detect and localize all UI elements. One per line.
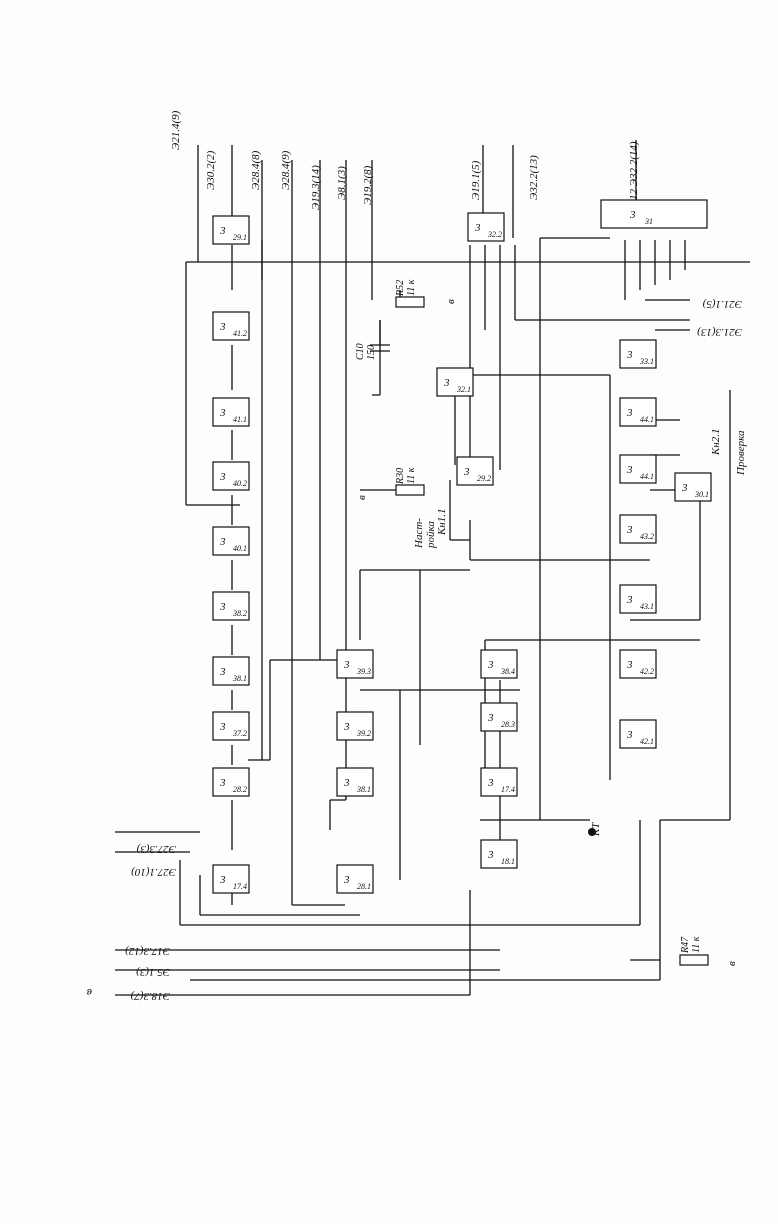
bias-label: в [356, 495, 368, 500]
svg-text:3: 3 [219, 471, 226, 483]
check-label: Проверка [735, 430, 747, 475]
svg-text:31: 31 [644, 217, 653, 226]
resistor-r52-label: R52 11 к [395, 279, 417, 296]
output-label: Э19.2(8) [362, 165, 374, 205]
svg-text:3: 3 [629, 209, 636, 221]
svg-text:3: 3 [463, 466, 470, 478]
svg-text:3: 3 [681, 482, 688, 494]
svg-text:28.2: 28.2 [233, 785, 247, 794]
output-label: Э19.3(14) [310, 165, 322, 210]
resistor-r47-label: R47 11 к [680, 936, 702, 953]
output-label: Э28.4(8) [250, 150, 262, 190]
svg-text:29.1: 29.1 [233, 233, 247, 242]
svg-text:3: 3 [626, 524, 633, 536]
output-label: Э32.2(13) [528, 155, 540, 200]
svg-text:3: 3 [219, 225, 226, 237]
components [370, 296, 709, 966]
svg-text:3: 3 [343, 721, 350, 733]
svg-text:3: 3 [487, 777, 494, 789]
output-label: Э19.1(5) [470, 160, 482, 200]
setup-label: Наст- ройка [413, 518, 437, 548]
svg-text:3: 3 [626, 729, 633, 741]
svg-text:44.1: 44.1 [640, 472, 654, 481]
svg-text:44.1: 44.1 [640, 415, 654, 424]
test-point-label: КТ [590, 822, 602, 836]
svg-text:38.1: 38.1 [356, 785, 371, 794]
svg-text:3: 3 [626, 594, 633, 606]
svg-text:28.1: 28.1 [357, 882, 371, 891]
svg-text:3: 3 [626, 464, 633, 476]
output-label: 12 Э32.2(14) [628, 141, 640, 200]
svg-text:3: 3 [219, 321, 226, 333]
output-label: Э21.4(9) [170, 110, 182, 150]
input-label: Э5.1(3) [136, 966, 170, 978]
svg-text:3: 3 [219, 601, 226, 613]
svg-text:43.1: 43.1 [640, 602, 654, 611]
corner-label: в [86, 986, 92, 1000]
svg-text:3: 3 [343, 874, 350, 886]
svg-text:3: 3 [487, 849, 494, 861]
output-label: Э30.2(2) [205, 150, 217, 190]
input-label: Э18.3(7) [130, 990, 170, 1002]
svg-text:17.4: 17.4 [233, 882, 247, 891]
svg-text:3: 3 [626, 349, 633, 361]
input-label: Э27.3(3) [136, 843, 176, 855]
gates [212, 199, 712, 894]
gate-marks: 3 29.1 3 41.2 3 41.1 3 40.2 3 40.1 3 38.2 3 38.… [219, 209, 709, 891]
svg-text:3: 3 [343, 659, 350, 671]
input-label: Э27.1(10) [131, 866, 176, 878]
capacitor-c10-label: С10 150 [355, 343, 377, 360]
svg-text:32.2: 32.2 [487, 230, 502, 239]
bias-label: в [445, 299, 457, 304]
bias-label: в [726, 961, 738, 966]
svg-text:42.1: 42.1 [640, 737, 654, 746]
svg-text:40.1: 40.1 [233, 544, 247, 553]
svg-text:41.2: 41.2 [233, 329, 247, 338]
svg-text:30.1: 30.1 [694, 490, 709, 499]
svg-text:29.2: 29.2 [477, 474, 491, 483]
svg-text:3: 3 [219, 536, 226, 548]
svg-text:3: 3 [626, 659, 633, 671]
svg-text:3: 3 [219, 777, 226, 789]
input-label: Э17.3(12) [125, 945, 170, 957]
svg-text:42.2: 42.2 [640, 667, 654, 676]
svg-text:18.1: 18.1 [501, 857, 515, 866]
svg-text:41.1: 41.1 [233, 415, 247, 424]
svg-text:38.1: 38.1 [232, 674, 247, 683]
svg-text:38.2: 38.2 [232, 609, 247, 618]
svg-text:38.4: 38.4 [500, 667, 515, 676]
svg-text:43.2: 43.2 [640, 532, 654, 541]
svg-text:17.4: 17.4 [501, 785, 515, 794]
svg-text:28.3: 28.3 [501, 720, 515, 729]
button-kn21-label: Кн2.1 [710, 428, 722, 455]
output-label: Э28.4(9) [280, 150, 292, 190]
svg-text:33.1: 33.1 [639, 357, 654, 366]
svg-text:3: 3 [626, 407, 633, 419]
output-label: Э8.1(3) [336, 166, 348, 200]
svg-text:3: 3 [474, 222, 481, 234]
svg-text:3: 3 [219, 721, 226, 733]
svg-text:3: 3 [219, 407, 226, 419]
svg-text:3: 3 [487, 659, 494, 671]
svg-text:3: 3 [443, 377, 450, 389]
resistor-r30-label: R30 11 к [395, 467, 417, 484]
right-output-label: Э21.3(13) [697, 326, 742, 338]
svg-text:39.2: 39.2 [356, 729, 371, 738]
svg-text:3: 3 [219, 874, 226, 886]
svg-text:40.2: 40.2 [233, 479, 247, 488]
svg-text:3: 3 [487, 712, 494, 724]
svg-text:3: 3 [343, 777, 350, 789]
svg-text:39.3: 39.3 [356, 667, 371, 676]
svg-text:32.1: 32.1 [456, 385, 471, 394]
svg-text:3: 3 [219, 666, 226, 678]
button-kn11-label: Кн1.1 [436, 508, 448, 535]
svg-text:37.2: 37.2 [232, 729, 247, 738]
right-output-label: Э21.1(5) [702, 298, 742, 310]
